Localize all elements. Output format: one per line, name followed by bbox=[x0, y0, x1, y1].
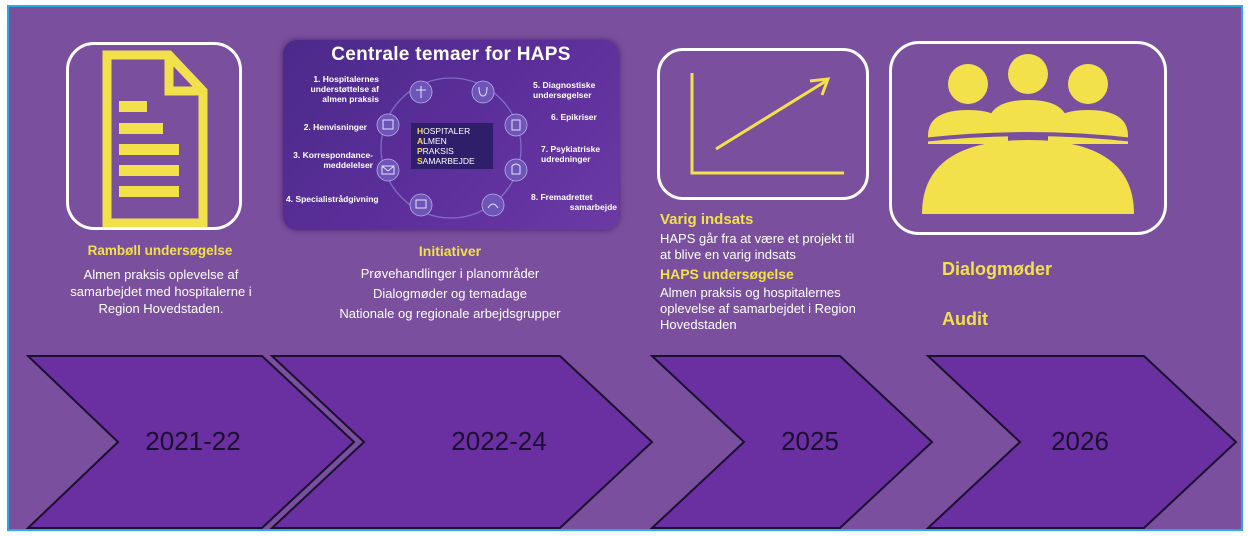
growth-chart-icon bbox=[690, 73, 844, 175]
document-icon-box bbox=[66, 42, 242, 230]
col1-heading: Rambøll undersøgelse bbox=[87, 243, 233, 258]
acronym-letter: A bbox=[417, 136, 424, 146]
col4-item-audit: Audit bbox=[942, 309, 988, 329]
timeline-chevron-2 bbox=[269, 355, 654, 529]
haps-theme-3: 3. Korrespondance- meddelelser bbox=[285, 150, 373, 170]
col2-line: Nationale og regionale arbejdsgrupper bbox=[339, 306, 561, 321]
acronym-row: SAMARBEJDE bbox=[417, 156, 493, 166]
haps-theme-text: 6. Epikriser bbox=[551, 112, 597, 122]
haps-theme-6: 6. Epikriser bbox=[551, 112, 617, 122]
acronym-row: HOSPITALER bbox=[417, 126, 493, 136]
haps-theme-2: 2. Henvisninger bbox=[287, 122, 367, 132]
col4-item-dialogmoder: Dialogmøder bbox=[942, 259, 1053, 279]
haps-card-title: Centrale temaer for HAPS bbox=[331, 44, 571, 65]
haps-theme-text: almen praksis bbox=[322, 94, 379, 104]
col1-line: Region Hovedstaden. bbox=[98, 301, 224, 316]
acronym-rest: AMARBEJDE bbox=[422, 156, 475, 166]
document-icon bbox=[102, 50, 208, 227]
haps-theme-7: 7. Psykiatriske udredninger bbox=[541, 144, 617, 164]
meeting-people-icon bbox=[921, 54, 1135, 214]
col3-line: at blive en varig indsats bbox=[660, 247, 796, 262]
col3-line: Hovedstaden bbox=[660, 317, 737, 332]
haps-themes-card: Centrale temaer for HAPS 1. Hospitalerne… bbox=[283, 40, 619, 230]
col2-heading: Initiativer bbox=[418, 243, 482, 259]
haps-theme-text: 7. Psykiatriske bbox=[541, 144, 601, 154]
haps-theme-text: 8. Fremadrettet bbox=[531, 192, 593, 202]
haps-theme-4: 4. Specialistrådgivning bbox=[286, 194, 406, 204]
haps-acronym-box: HOSPITALER ALMEN PRAKSIS SAMARBEJDE bbox=[411, 123, 493, 169]
acronym-letter: H bbox=[417, 126, 424, 136]
col3-line: Almen praksis og hospitalernes bbox=[660, 285, 841, 300]
acronym-letter: S bbox=[417, 156, 423, 166]
growth-chart-icon-box bbox=[657, 48, 869, 200]
haps-theme-text: 3. Korrespondance- bbox=[293, 150, 373, 160]
col3-line: HAPS går fra at være et projekt til bbox=[660, 231, 855, 246]
col3-heading-1: Varig indsats bbox=[660, 211, 754, 228]
haps-theme-5: 5. Diagnostiske undersøgelser bbox=[533, 80, 617, 100]
col3-heading-2: HAPS undersøgelse bbox=[660, 266, 794, 282]
haps-theme-text: meddelelser bbox=[323, 160, 373, 170]
timeline-chevron-3 bbox=[649, 355, 934, 529]
acronym-rest: RAKSIS bbox=[422, 146, 454, 156]
timeline-chevron-4 bbox=[925, 355, 1238, 529]
timeline-label-2: 2022-24 bbox=[451, 426, 547, 456]
haps-theme-text: 2. Henvisninger bbox=[303, 122, 367, 132]
col3-description-1: HAPS går fra at være et projekt til at b… bbox=[660, 231, 900, 263]
haps-theme-wheel bbox=[376, 77, 528, 219]
col1-line: samarbejdet med hospitalerne i bbox=[70, 284, 252, 299]
col3-description-2: Almen praksis og hospitalernes oplevelse… bbox=[660, 285, 900, 333]
col2-description: Prøvehandlinger i planområder Dialogmøde… bbox=[290, 264, 610, 324]
haps-theme-8: 8. Fremadrettet samarbejde bbox=[531, 192, 617, 212]
haps-theme-1: 1. Hospitalernes understøttelse af almen… bbox=[287, 74, 380, 104]
haps-theme-text: 4. Specialistrådgivning bbox=[286, 194, 379, 204]
acronym-letter: P bbox=[417, 146, 423, 156]
haps-theme-text: samarbejde bbox=[569, 202, 617, 212]
acronym-rest: OSPITALER bbox=[423, 126, 471, 136]
timeline-label-1: 2021-22 bbox=[145, 426, 241, 456]
meeting-icon-box bbox=[889, 41, 1167, 235]
haps-theme-text: 1. Hospitalernes bbox=[313, 74, 379, 84]
haps-theme-text: udredninger bbox=[541, 154, 591, 164]
col1-line: Almen praksis oplevelse af bbox=[83, 267, 239, 282]
timeline-chevron-1 bbox=[25, 355, 356, 529]
haps-theme-text: 5. Diagnostiske bbox=[533, 80, 596, 90]
col1-description: Almen praksis oplevelse af samarbejdet m… bbox=[30, 266, 292, 317]
col2-line: Prøvehandlinger i planområder bbox=[360, 266, 540, 281]
col3-line: oplevelse af samarbejdet i Region bbox=[660, 301, 856, 316]
haps-theme-text: understøttelse af bbox=[310, 84, 380, 94]
acronym-row: PRAKSIS bbox=[417, 146, 493, 156]
col2-line: Dialogmøder og temadage bbox=[373, 286, 527, 301]
acronym-rest: LMEN bbox=[423, 136, 447, 146]
acronym-row: ALMEN bbox=[417, 136, 493, 146]
haps-theme-text: undersøgelser bbox=[533, 90, 592, 100]
timeline-label-4: 2026 bbox=[1051, 426, 1109, 456]
timeline-label-3: 2025 bbox=[781, 426, 839, 456]
